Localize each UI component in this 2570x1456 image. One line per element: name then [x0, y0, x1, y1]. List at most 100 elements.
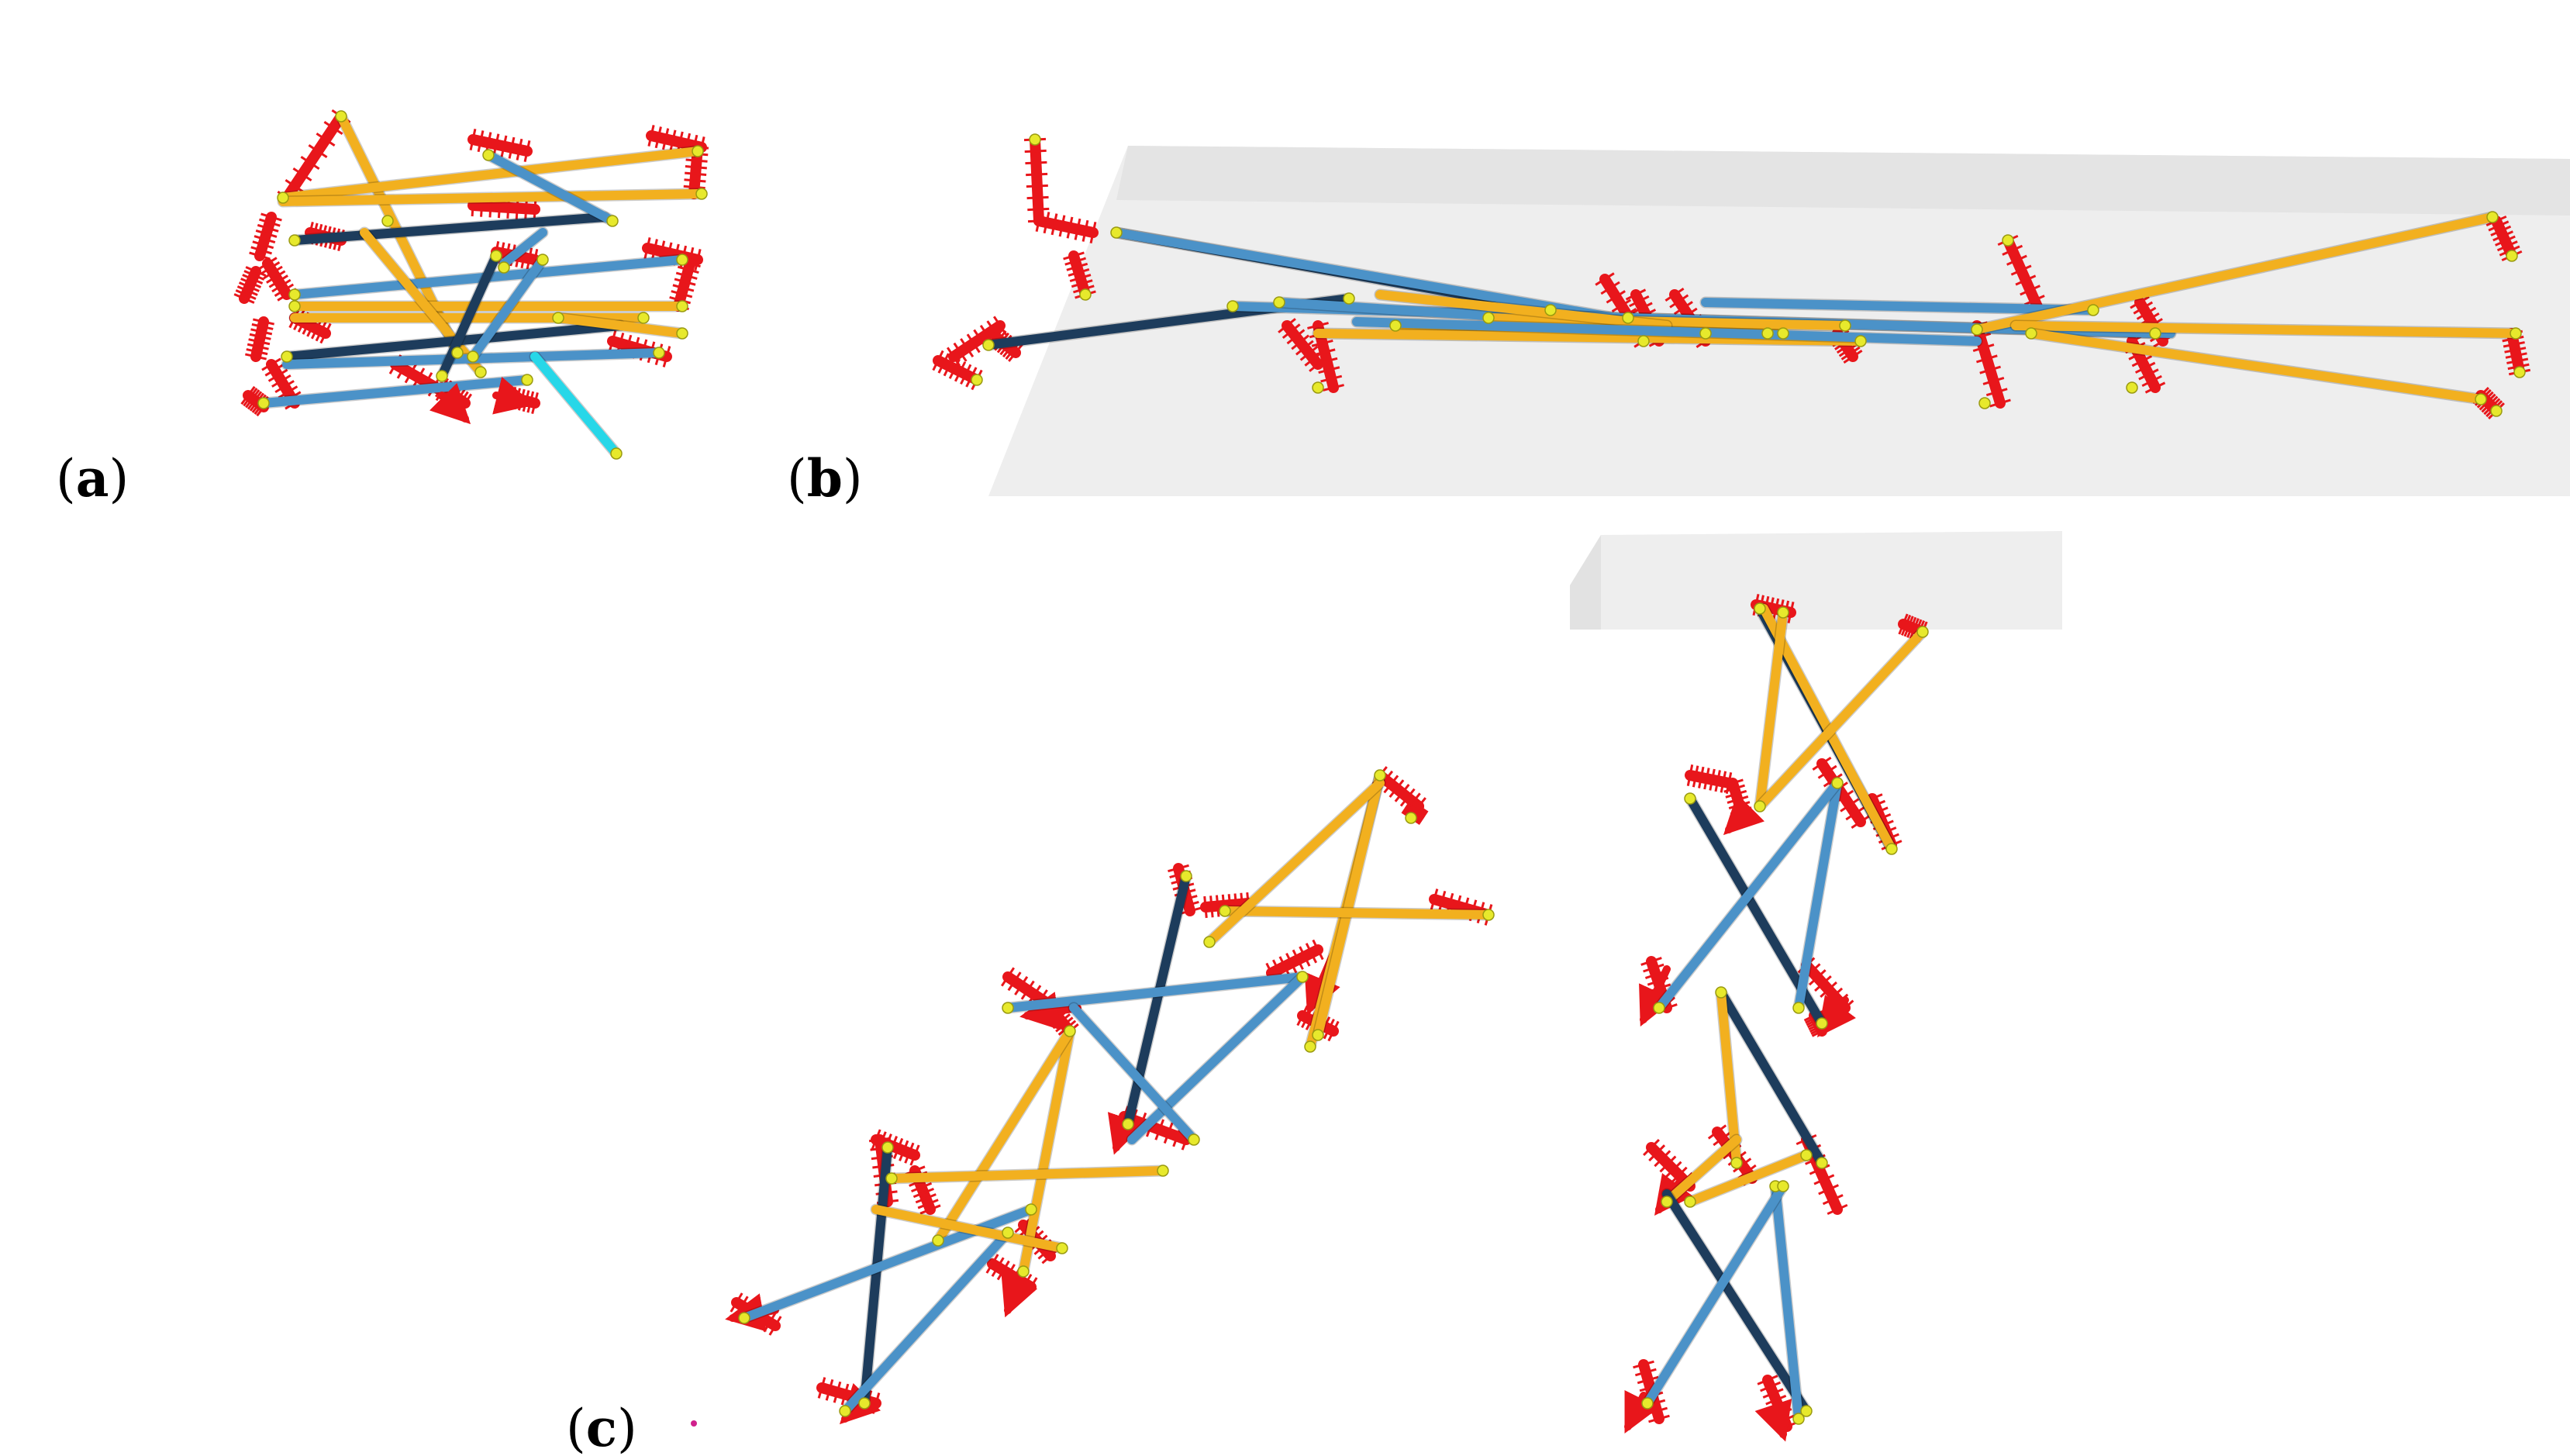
hinge-hatch	[1818, 1184, 1839, 1196]
hinge-hatch	[674, 278, 696, 286]
hinge-hatch	[1707, 1124, 1727, 1140]
hinge-hatch	[2496, 240, 2518, 252]
hinge	[467, 200, 540, 215]
hinge-hatch	[2144, 381, 2166, 394]
hinge-hatch	[685, 165, 707, 170]
joint-node	[932, 1234, 944, 1247]
hinge-hatch	[1286, 329, 1306, 345]
panel-label-c: (c)	[566, 1398, 637, 1456]
joint-node	[1304, 1040, 1316, 1053]
joint-node	[2510, 327, 2522, 340]
rod	[468, 255, 547, 361]
hinge-hatch	[2141, 374, 2162, 388]
joint-node	[1374, 769, 1386, 781]
joint-node	[2126, 381, 2138, 394]
hinge-hatch	[263, 265, 283, 280]
joint-node	[1800, 1149, 1813, 1161]
joint-node	[885, 1172, 898, 1185]
hinge-hatch	[1299, 946, 1311, 967]
joint-node	[1637, 335, 1650, 347]
joint-node	[1792, 1413, 1805, 1425]
hinge-hatch	[2488, 220, 2510, 232]
joint-node	[536, 254, 549, 266]
hinge-hatch	[245, 353, 267, 361]
rod	[437, 251, 501, 381]
hinge-hatch	[492, 133, 500, 156]
hinge-hatch	[1633, 1360, 1654, 1369]
joint-node	[1110, 226, 1123, 239]
joint-node	[335, 110, 347, 122]
joint-node	[1312, 1029, 1324, 1041]
hinge-hatch	[991, 1257, 1005, 1278]
hinge-hatch	[240, 278, 262, 288]
joint-node	[606, 215, 619, 227]
rod	[887, 1166, 1168, 1183]
hinge-hatch	[1760, 1381, 1782, 1392]
rod	[1313, 771, 1385, 1040]
hinge-hatch	[1278, 956, 1291, 977]
force-arrow	[1754, 1399, 1792, 1442]
hinge-hatch	[671, 290, 693, 298]
hinge-hatch	[1976, 354, 1998, 364]
joint-node	[1754, 602, 1766, 615]
hinge-hatch	[278, 385, 298, 399]
joint-node	[881, 1141, 894, 1154]
hinge-hatch	[1071, 279, 1093, 288]
hinge-hatch	[2492, 230, 2513, 242]
joint-node	[1343, 292, 1355, 305]
joint-node	[676, 254, 688, 266]
hinge-hatch	[1838, 343, 1858, 357]
hinge-hatch	[1909, 618, 1920, 640]
hinge-hatch	[868, 1137, 892, 1143]
joint-node	[451, 347, 464, 359]
hinge-hatch	[932, 350, 944, 371]
hinge-hatch	[1026, 195, 1049, 200]
hinge-hatch	[1305, 943, 1318, 964]
hinge-hatch	[1311, 340, 1333, 347]
hinge-hatch	[1406, 804, 1426, 819]
hinge-hatch	[271, 278, 291, 293]
rod	[871, 1205, 1067, 1253]
rod	[1352, 317, 1982, 346]
hinge-hatch	[2481, 395, 2499, 413]
joint-node	[2490, 405, 2503, 417]
hinge	[1971, 320, 2006, 409]
panel-b-structure	[932, 133, 2531, 419]
hinge-hatch	[2495, 235, 2516, 247]
joint-node	[1715, 986, 1727, 999]
joint-node	[482, 149, 495, 161]
hinge-hatch	[1673, 301, 1693, 316]
hinge-hatch	[768, 1316, 782, 1336]
hinge	[1030, 134, 1044, 226]
joint-node	[288, 288, 301, 301]
joint-node	[1188, 1133, 1200, 1146]
hinge-hatch	[1313, 348, 1336, 357]
hinge-hatch	[677, 265, 699, 274]
hinge-hatch	[1278, 318, 1296, 333]
joint-node	[2002, 234, 2014, 247]
hinge-hatch	[1654, 1150, 1671, 1168]
hinge-hatch	[1898, 613, 1909, 635]
hinge-hatch	[1406, 802, 1426, 817]
force-arrow	[1107, 1112, 1145, 1155]
hinge-hatch	[669, 129, 677, 152]
hinge-hatch	[643, 237, 651, 259]
hinge-hatch	[2505, 352, 2527, 359]
hinge-hatch	[1972, 343, 1995, 353]
joint-node	[1661, 1196, 1673, 1208]
hinge-hatch	[260, 261, 281, 275]
rod	[278, 147, 702, 202]
joint-node	[1777, 1180, 1789, 1192]
rod	[1755, 608, 1788, 811]
panel-c-right-structure	[1624, 594, 1929, 1442]
hinge-hatch	[1014, 975, 1029, 995]
hinge-hatch	[500, 135, 508, 157]
hinge-hatch	[253, 318, 274, 326]
joint-node	[1839, 319, 1851, 332]
hinge-hatch	[2503, 341, 2525, 348]
hinge-hatch	[1327, 1020, 1340, 1042]
joint-node	[467, 350, 479, 363]
hinge-hatch	[1851, 814, 1871, 830]
hinge-hatch	[2483, 398, 2501, 416]
hinge-hatch	[477, 130, 485, 153]
